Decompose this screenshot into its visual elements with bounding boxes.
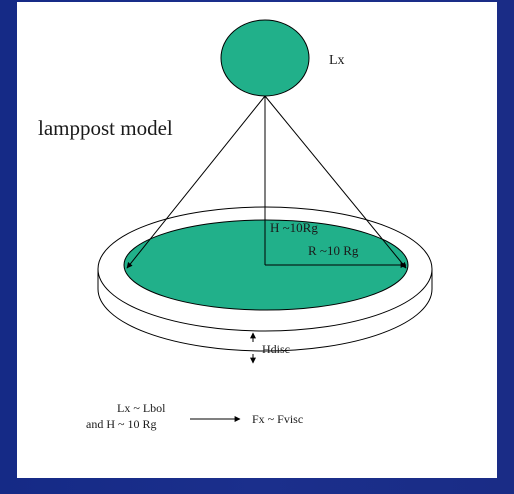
radius-label: R ~10 Rg xyxy=(308,243,359,258)
ray-right xyxy=(264,95,407,269)
model-title: lamppost model xyxy=(38,116,173,140)
condition-line-1: Lx ~ Lbol xyxy=(117,401,166,415)
result-label: Fx ~ Fvisc xyxy=(252,412,303,426)
height-label: H ~10Rg xyxy=(270,220,318,235)
condition-line-2: and H ~ 10 Rg xyxy=(86,417,157,431)
x-ray-source xyxy=(220,19,310,97)
thickness-label: Hdisc xyxy=(262,342,290,356)
ray-left xyxy=(126,95,266,269)
source-label: Lx xyxy=(329,53,345,68)
